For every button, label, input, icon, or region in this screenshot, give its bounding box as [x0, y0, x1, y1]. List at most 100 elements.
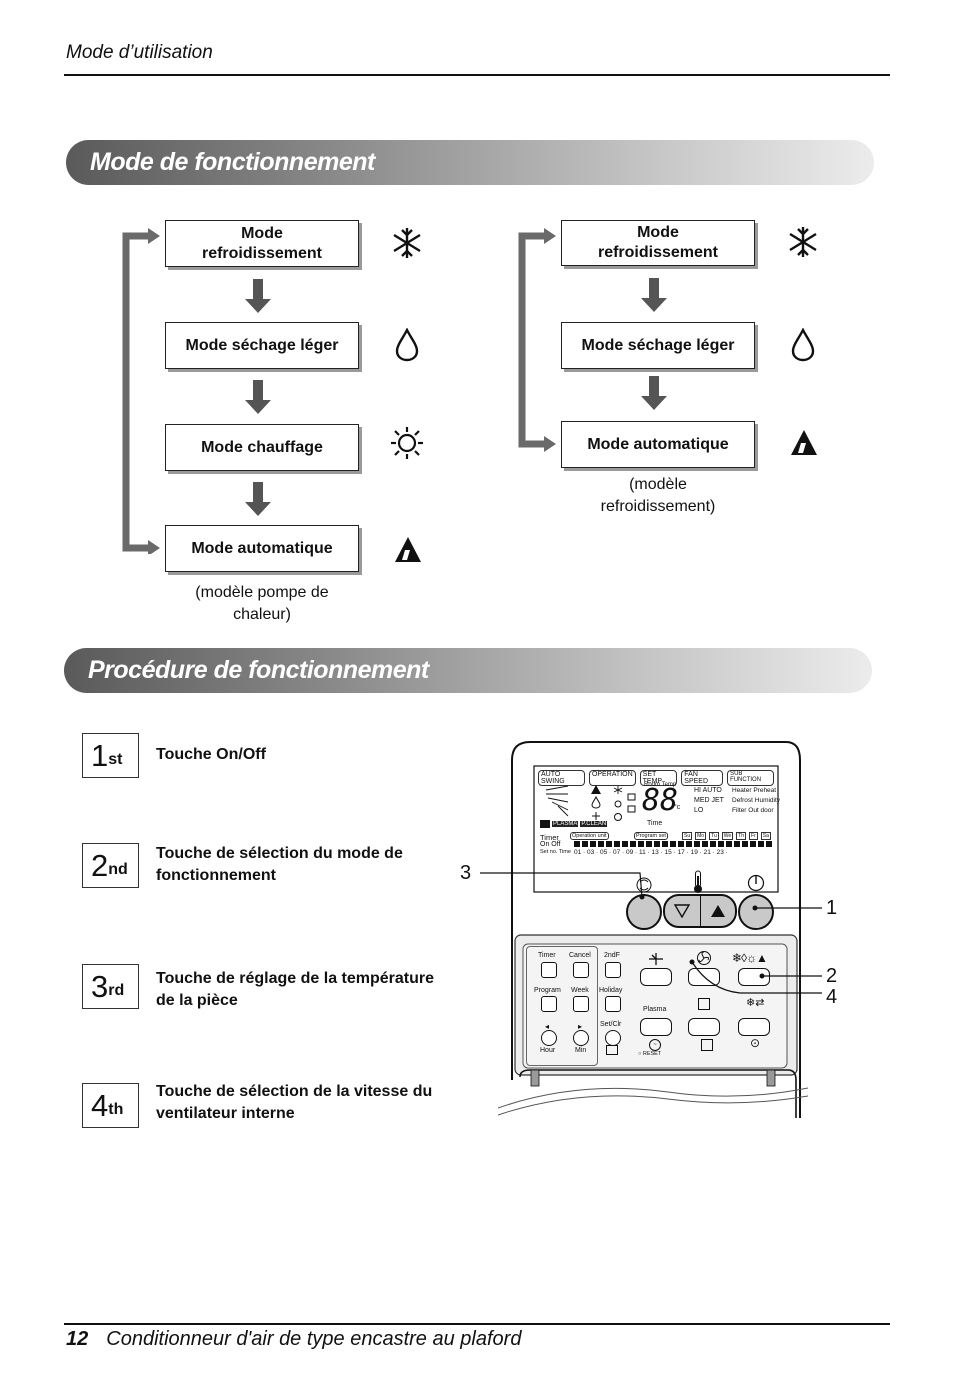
timer-subpanel — [526, 946, 598, 1066]
plasma-indicators: PLASMA P.CLEAN — [540, 820, 608, 828]
celsius-label: °c — [674, 804, 681, 811]
temperature-buttons — [663, 894, 737, 928]
mode-button[interactable] — [738, 968, 770, 986]
clean-indicator: P.CLEAN — [580, 821, 608, 827]
step-number: 3rd — [82, 964, 139, 1009]
filter-icon — [606, 1045, 618, 1055]
snowflake-icon — [393, 228, 421, 258]
callout-4: 4 — [826, 986, 838, 1008]
sun-icon: ☼ — [746, 951, 757, 965]
airflow-button[interactable] — [640, 968, 672, 986]
triangle-up-icon — [710, 905, 725, 917]
callout-1: 1 — [826, 897, 838, 919]
on-off-button[interactable] — [738, 894, 774, 930]
thermometer-icon — [694, 870, 702, 893]
header-rule — [64, 74, 890, 76]
timer-label: Timer — [540, 833, 559, 842]
room-temp-button[interactable] — [688, 1018, 720, 1036]
lcd-tab: SET TEMP — [639, 770, 678, 786]
time-label: Time — [647, 820, 663, 827]
hour-button[interactable] — [541, 1030, 557, 1046]
lcd-tab: OPERATION — [588, 770, 636, 786]
mode-box-dry: Mode séchage léger — [561, 322, 755, 369]
step-text: Touche de sélection de la vitesse du ven… — [156, 1083, 433, 1122]
lcd-tab: SUB FUNCTION — [727, 770, 775, 786]
callout-2: 2 — [826, 965, 838, 987]
step-number: 2nd — [82, 843, 139, 888]
mode-box-cooling: Mode refroidissement — [561, 220, 755, 266]
step-number: 4th — [82, 1083, 139, 1128]
temp-down-button[interactable] — [665, 896, 701, 926]
setclr-button[interactable] — [605, 1030, 621, 1046]
sub-function-button[interactable] — [738, 1018, 770, 1036]
banner-procedure: Procédure de fonctionnement — [64, 648, 872, 693]
left-arrow-icon: ◂ — [545, 1022, 550, 1031]
footer-rule — [64, 1323, 890, 1325]
operation-unit-label: Operation unit — [570, 832, 609, 840]
timer-bar — [574, 841, 772, 847]
power-icon — [747, 874, 765, 892]
sub-function-icon: ❄⇄ — [746, 997, 765, 1009]
lcd-tab: FAN SPEED — [681, 770, 724, 786]
cancel-button[interactable] — [573, 962, 589, 978]
plasma-indicator: PLASMA — [552, 821, 579, 827]
droplet-icon — [791, 328, 815, 362]
hour-scale: 01 · 03 · 05 · 07 · 09 · 11 · 13 · 15 · … — [574, 849, 728, 856]
return-loop-arrow — [518, 228, 556, 452]
second-function-label: 2ndF — [604, 952, 620, 959]
down-arrow — [641, 278, 667, 312]
mode-box-auto: Mode automatique — [561, 421, 755, 468]
timer-button-label: Timer — [538, 952, 556, 959]
timer-button[interactable] — [541, 962, 557, 978]
snowflake-icon: ❄ — [732, 951, 742, 965]
room-temp-label: Room Temp — [644, 782, 677, 788]
section-header: Mode d’utilisation — [66, 42, 213, 63]
ventilation-icon: ⊙ — [750, 1036, 761, 1050]
lcd-digits: 88 — [642, 783, 679, 818]
mode-box-cooling: Mode refroidissement — [165, 220, 359, 267]
auto-mode-icon — [395, 537, 421, 562]
banner-mode: Mode de fonctionnement — [66, 140, 874, 185]
jet-icon: ~ — [649, 1039, 661, 1051]
lcd-segment-icons — [545, 785, 636, 821]
down-arrow — [245, 380, 271, 414]
filter-reset-icon — [701, 1039, 713, 1051]
sub-function-labels: Heater Preheat Defrost Humidity Filter O… — [732, 787, 781, 814]
down-arrow — [245, 482, 271, 516]
day-indicators: Su Mo Tu We Th Fr Sa — [682, 832, 771, 840]
program-button-label: Program — [534, 987, 561, 994]
step-text: Touche On/Off — [156, 746, 266, 763]
min-button-label: Min — [575, 1047, 587, 1054]
cancel-button-label: Cancel — [569, 952, 591, 959]
swing-button[interactable] — [626, 894, 662, 930]
plasma-button[interactable] — [640, 1018, 672, 1036]
triangle-down-icon — [674, 904, 691, 918]
fan-icon — [697, 951, 711, 965]
holiday-button[interactable] — [605, 996, 621, 1012]
room-temp-check-icon — [698, 998, 710, 1010]
lcd-tab: AUTO SWING — [538, 770, 585, 786]
setno-label: Set no. Time — [540, 849, 571, 855]
down-arrow — [641, 376, 667, 410]
page-number: 12 — [66, 1328, 89, 1350]
program-set-label: Program set — [634, 832, 668, 840]
program-button[interactable] — [541, 996, 557, 1012]
setclr-button-label: Set/Clr — [600, 1021, 622, 1028]
mode-box-heat: Mode chauffage — [165, 424, 359, 471]
onoff-label: On Off — [540, 841, 561, 848]
min-button[interactable] — [573, 1030, 589, 1046]
droplet-icon — [395, 328, 419, 362]
reset-label: ○ RESET — [638, 1051, 662, 1057]
fan-labels: HI AUTO MED JET LO — [694, 787, 724, 814]
holiday-button-label: Holiday — [599, 987, 623, 994]
callout-lines — [480, 872, 822, 994]
droplet-icon: ◊ — [741, 951, 747, 965]
second-function-button[interactable] — [605, 962, 621, 978]
lcd-tabs: AUTO SWING OPERATION SET TEMP FAN SPEED … — [538, 770, 775, 786]
week-button-label: Week — [571, 987, 589, 994]
plasma-button-label: Plasma — [643, 1006, 667, 1013]
temp-up-button[interactable] — [701, 896, 736, 926]
week-button[interactable] — [573, 996, 589, 1012]
auto-mode-icon — [791, 430, 817, 455]
